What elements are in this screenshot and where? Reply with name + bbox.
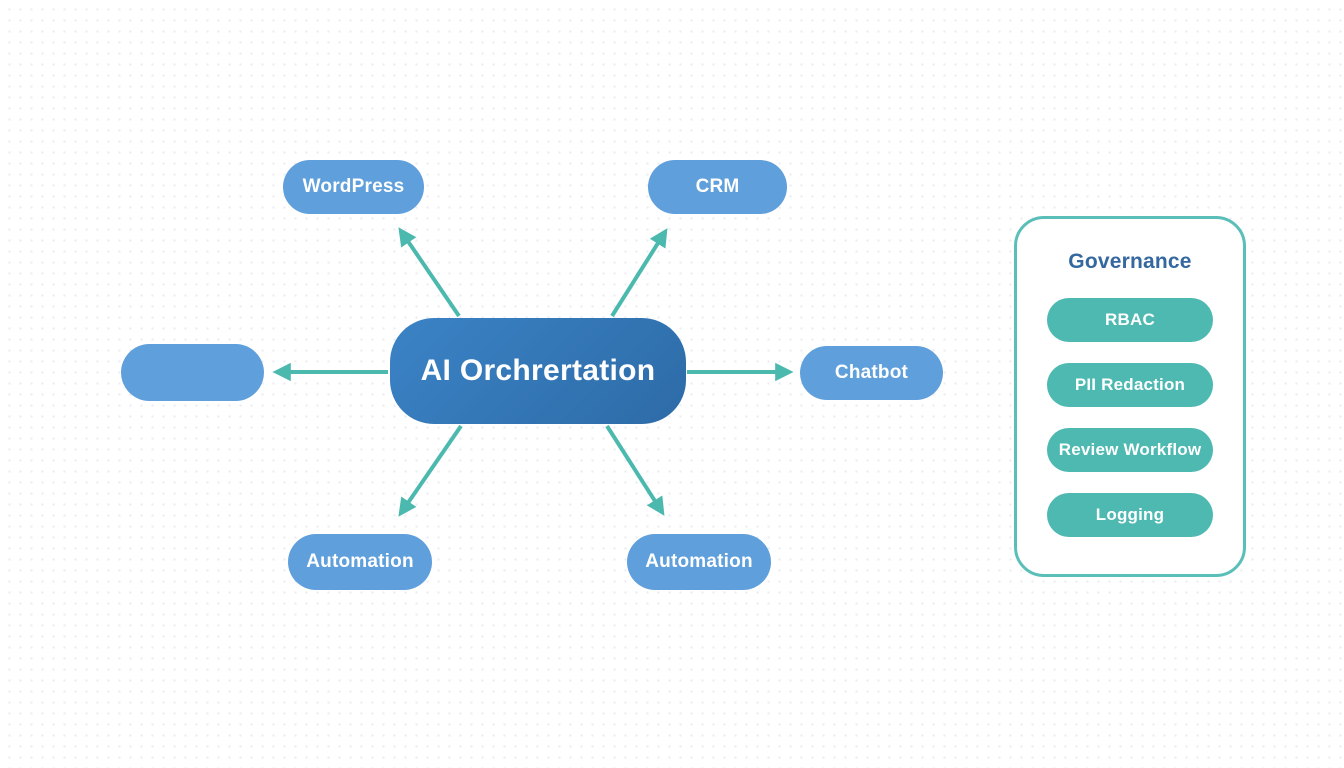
governance-pill-review-workflow: Review Workflow (1047, 428, 1213, 472)
governance-pill-logging-label: Logging (1095, 505, 1165, 524)
node-ai-orchestration-label: AI Orchrertation (420, 354, 656, 387)
node-automation-left-label: Automation (306, 551, 414, 572)
node-wordpress-label: WordPress (302, 176, 405, 197)
governance-title: Governance (1068, 250, 1192, 273)
governance-pill-logging: Logging (1047, 493, 1213, 537)
arrow-center-to-automation-right (605, 424, 665, 516)
node-chatbot: Chatbot (800, 346, 943, 400)
node-chatbot-label: Chatbot (834, 362, 909, 383)
node-automation-left: Automation (288, 534, 432, 590)
node-automation-right: Automation (627, 534, 771, 590)
governance-pill-rbac-label: RBAC (1105, 310, 1155, 329)
governance-panel: Governance RBAC PII Redaction Review Wor… (1014, 216, 1246, 577)
arrow-center-to-wordpress (398, 227, 461, 318)
node-automation-right-label: Automation (645, 551, 753, 572)
node-wordpress: WordPress (283, 160, 424, 214)
governance-pill-rbac: RBAC (1047, 298, 1213, 342)
governance-items: RBAC PII Redaction Review Workflow Loggi… (1047, 298, 1213, 537)
governance-pill-pii-redaction: PII Redaction (1047, 363, 1213, 407)
node-crm-label: CRM (695, 176, 740, 197)
arrow-center-to-crm (610, 228, 668, 318)
governance-pill-pii-redaction-label: PII Redaction (1074, 375, 1186, 394)
arrow-center-to-automation-left (398, 424, 463, 517)
node-blank (121, 344, 264, 401)
governance-pill-review-workflow-label: Review Workflow (1058, 440, 1202, 459)
node-ai-orchestration: AI Orchrertation (390, 318, 686, 424)
node-crm: CRM (648, 160, 787, 214)
